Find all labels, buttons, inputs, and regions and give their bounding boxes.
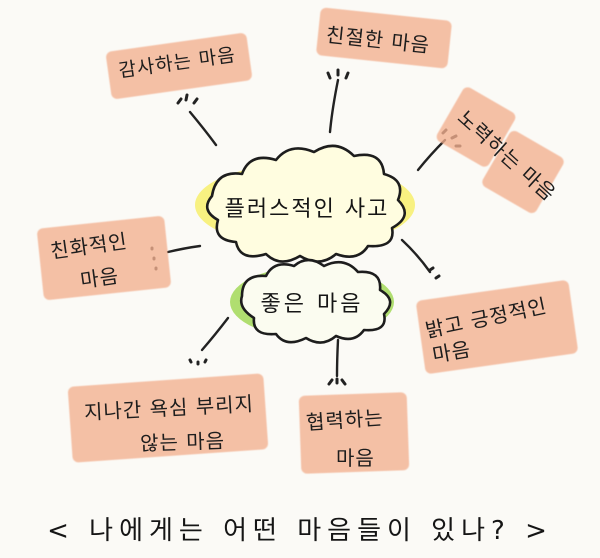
- center-top-label: 플러스적인 사고: [224, 197, 390, 222]
- link-gratitude: [188, 110, 218, 147]
- link-forgive: [200, 316, 230, 352]
- ornament-gratitude: [176, 93, 199, 105]
- ornament-kindness: [326, 68, 350, 80]
- link-effort: [416, 138, 447, 172]
- question-text: < 나에게는 어떤 마음들이 있나? >: [47, 515, 553, 546]
- node-cooperate: 협력하는: [305, 405, 385, 435]
- link-positive: [400, 238, 432, 274]
- node-friendly-sub: 마음: [78, 263, 121, 293]
- link-friendly: [166, 244, 202, 254]
- center-bottom-label: 좋은 마음: [260, 292, 364, 317]
- link-cooperate: [335, 338, 340, 378]
- ornament-positive: [428, 266, 441, 280]
- link-kindness: [328, 78, 340, 134]
- node-forgive-sub: 않는 마음: [139, 428, 226, 456]
- ornament-cooperate: [327, 377, 347, 386]
- ornament-forgive: [188, 358, 208, 366]
- node-cooperate-sub: 마음: [336, 446, 375, 470]
- cloud-bottom: [230, 258, 394, 344]
- cloud-top: [195, 144, 415, 263]
